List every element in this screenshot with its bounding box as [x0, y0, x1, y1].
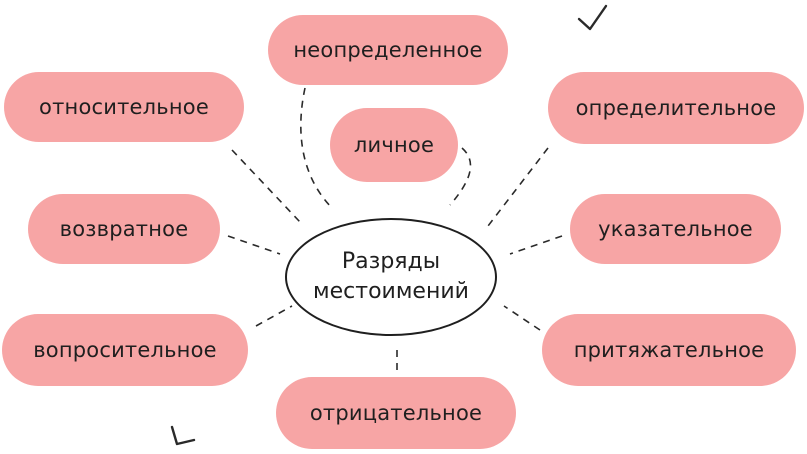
- category-interrogative: вопросительное: [2, 314, 248, 386]
- category-possessive-label: притяжательное: [573, 338, 765, 362]
- category-negative: отрицательное: [276, 377, 516, 449]
- category-possessive: притяжательное: [542, 314, 796, 386]
- category-negative-label: отрицательное: [309, 401, 483, 425]
- category-personal: личное: [330, 108, 458, 182]
- center-title-line1: Разряды: [341, 249, 441, 274]
- checkmark-icon: [577, 4, 608, 31]
- category-reflexive: возвратное: [28, 194, 220, 264]
- category-demonstrative: указательное: [570, 194, 781, 264]
- connector-relative: [231, 149, 301, 223]
- connector-indefinite: [300, 87, 333, 209]
- category-demonstrative-label: указательное: [598, 217, 753, 241]
- connector-attributive: [487, 147, 549, 227]
- category-relative-label: относительное: [39, 95, 209, 119]
- category-attributive: определительное: [548, 72, 804, 144]
- center-title-line2: местоимений: [313, 279, 469, 304]
- category-interrogative-label: вопросительное: [33, 338, 217, 362]
- connector-demonstrative: [509, 235, 563, 255]
- connector-interrogative: [255, 305, 293, 327]
- category-indefinite: неопределенное: [268, 15, 508, 85]
- category-personal-label: личное: [353, 133, 435, 157]
- connector-possessive: [503, 305, 541, 331]
- category-relative: относительное: [4, 72, 244, 142]
- category-indefinite-label: неопределенное: [293, 38, 483, 62]
- category-attributive-label: определительное: [575, 96, 777, 120]
- category-reflexive-label: возвратное: [59, 217, 189, 241]
- connector-reflexive: [227, 235, 281, 255]
- connector-personal: [449, 147, 472, 206]
- checkmark-icon: [170, 425, 196, 446]
- center-node: Разряды местоимений: [285, 218, 497, 336]
